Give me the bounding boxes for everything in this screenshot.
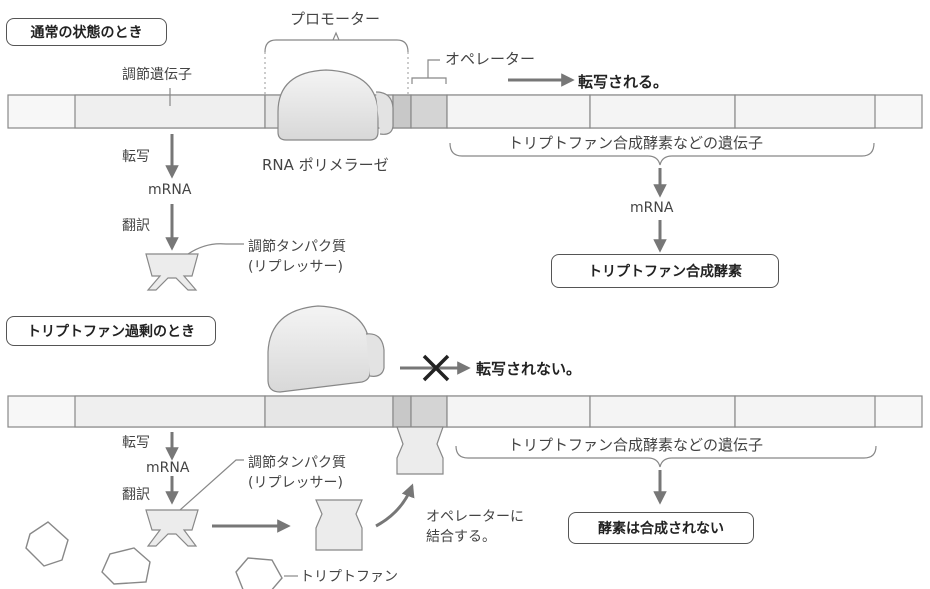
not-synthesized-box: 酵素は合成されない xyxy=(568,512,754,544)
enzyme-box: トリプトファン合成酵素 xyxy=(551,254,779,288)
promoter-dotted-guides xyxy=(264,52,409,95)
repressor-bottom xyxy=(145,509,199,547)
tryptophan-label: トリプトファン xyxy=(300,569,398,585)
repressor-label-top-line2: (リプレッサー) xyxy=(248,259,343,275)
transcription-label-top: 転写 xyxy=(122,149,150,165)
excess-state-title: トリプトファン過剰のとき xyxy=(6,316,216,346)
repressor-label-bottom-line2: (リプレッサー) xyxy=(248,475,343,491)
normal-state-title: 通常の状態のとき xyxy=(6,18,167,46)
operator-label: オペレーター xyxy=(445,50,536,68)
repressor-leader-bottom xyxy=(179,459,244,511)
transcription-label-bottom: 転写 xyxy=(122,435,150,451)
translation-label-bottom: 翻訳 xyxy=(122,487,150,503)
dna-strand-top xyxy=(7,94,923,129)
mrna-label-bottom: mRNA xyxy=(146,460,190,476)
binds-operator-label-line2: 結合する。 xyxy=(426,529,496,545)
rna-polymerase-bottom xyxy=(267,305,385,393)
genes-brace-bottom xyxy=(455,445,877,468)
binds-operator-label-line1: オペレーターに xyxy=(426,509,524,525)
repressor-label-bottom-line1: 調節タンパク質 xyxy=(248,455,346,471)
translation-label-top: 翻訳 xyxy=(122,218,150,234)
repressor-top xyxy=(145,253,199,291)
repressor-bound-operator xyxy=(396,426,444,475)
not-transcribed-label: 転写されない。 xyxy=(476,360,582,378)
genes-label-top: トリプトファン合成酵素などの遺伝子 xyxy=(508,134,764,152)
transcribed-label: 転写される。 xyxy=(578,73,669,91)
binding-arrow xyxy=(375,483,415,528)
regulator-gene-label: 調節遺伝子 xyxy=(122,67,192,83)
genes-brace-top xyxy=(449,142,875,166)
repressor-activated xyxy=(315,499,363,551)
block-x-mark xyxy=(422,354,450,382)
promoter-bracket xyxy=(264,31,409,53)
operator-bracket xyxy=(411,59,447,84)
tryptophan-molecules xyxy=(25,521,283,589)
rna-polymerase-top xyxy=(277,69,394,141)
mrna-label-top-right: mRNA xyxy=(630,200,674,216)
mrna-label-top-left: mRNA xyxy=(148,182,192,198)
promoter-label: プロモーター xyxy=(290,10,381,28)
repressor-label-top-line1: 調節タンパク質 xyxy=(248,239,346,255)
rna-polymerase-label: RNA ポリメラーゼ xyxy=(262,156,389,174)
dna-strand-bottom xyxy=(7,395,923,428)
genes-label-bottom: トリプトファン合成酵素などの遺伝子 xyxy=(508,436,764,454)
repressor-leader-top xyxy=(187,243,244,255)
